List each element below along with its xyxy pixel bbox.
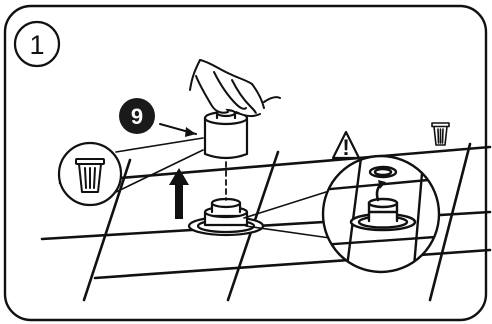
- warning-triangle-icon: !: [331, 130, 361, 160]
- cap-part: [203, 108, 249, 160]
- leveling-base: [187, 197, 265, 237]
- discard-callout: [57, 137, 204, 207]
- trash-bin-icon: [431, 122, 450, 146]
- zoom-leaders: [243, 191, 331, 239]
- up-arrow-icon: [169, 168, 189, 219]
- callout-number: 9: [131, 104, 143, 129]
- step-indicator: 1: [13, 20, 61, 68]
- hand-icon: [189, 59, 281, 118]
- zoom-detail: [321, 154, 441, 274]
- part-callout: 9: [119, 98, 197, 137]
- panel-frame: [3, 4, 488, 322]
- trash-bin-icon: [75, 158, 105, 193]
- step-number: 1: [29, 30, 44, 60]
- warning-symbol: !: [342, 135, 349, 160]
